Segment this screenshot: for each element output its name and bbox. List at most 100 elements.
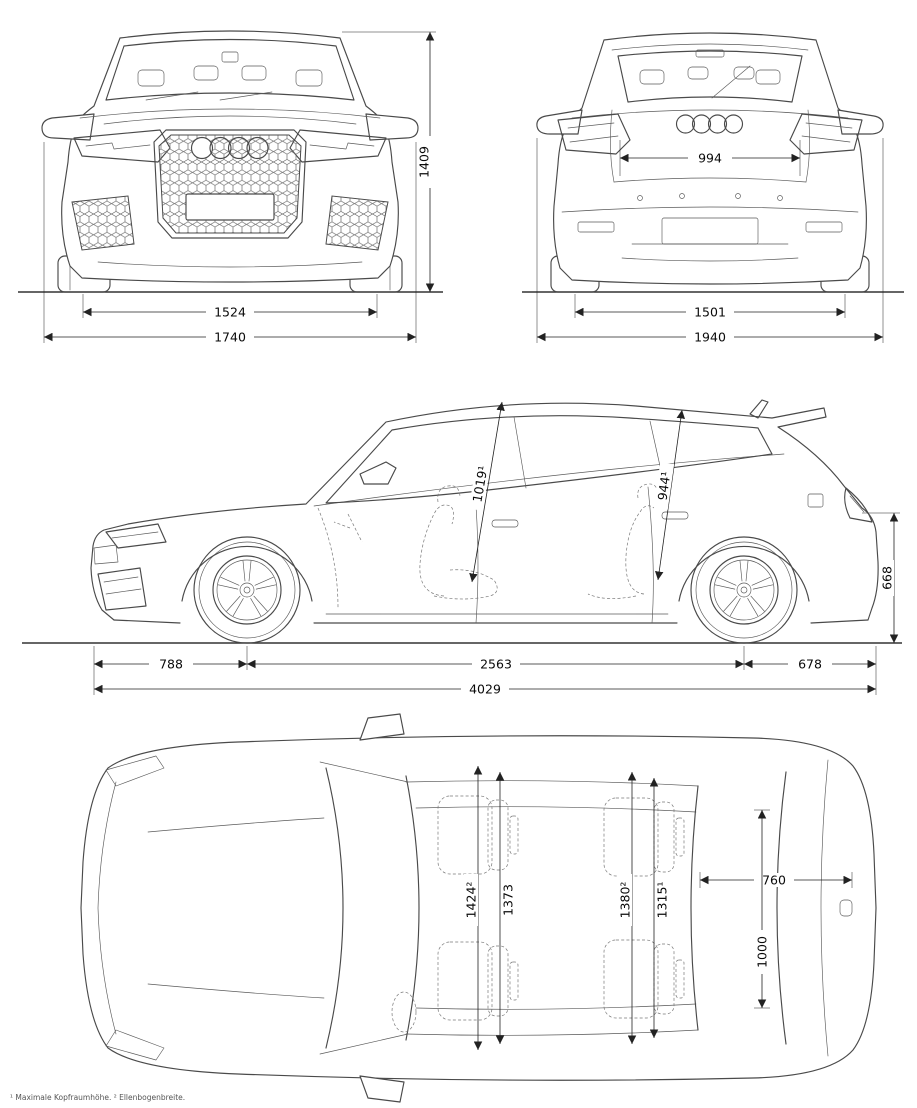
dim-headroom-front: 1019¹ bbox=[468, 401, 505, 583]
antenna-fin-icon bbox=[749, 399, 769, 419]
steering-wheel bbox=[391, 991, 417, 1033]
rear-bumper-details bbox=[577, 193, 843, 245]
dim-label-rear-track: 1501 bbox=[694, 305, 726, 320]
roof-side-edges bbox=[405, 780, 699, 1036]
rear-wheel-arch bbox=[678, 545, 810, 602]
door-handle bbox=[491, 519, 519, 528]
b-pillar bbox=[513, 416, 527, 489]
side-wheels bbox=[194, 537, 797, 643]
headlight bbox=[105, 1029, 165, 1061]
parking-sensor bbox=[777, 195, 783, 201]
grille-side bbox=[93, 544, 119, 565]
wiper-icon bbox=[145, 91, 199, 101]
license-plate bbox=[185, 193, 275, 221]
dim-rear-track: 1501 bbox=[574, 294, 846, 320]
left-mirror bbox=[41, 113, 95, 141]
front-bumper-line bbox=[97, 781, 117, 1035]
dim-shoulder-front: 1373 bbox=[495, 772, 516, 1044]
dim-front-width: 1740 bbox=[43, 142, 417, 345]
dim-length-row: 788 2563 678 4029 bbox=[93, 646, 877, 697]
reflector bbox=[805, 221, 843, 233]
front-wheel-arch bbox=[181, 545, 313, 602]
dim-front-height: 1409 bbox=[342, 31, 436, 292]
beltline bbox=[313, 453, 785, 507]
roof-inner-lines bbox=[415, 806, 697, 1010]
roof-spoiler bbox=[611, 43, 809, 51]
headlight bbox=[105, 523, 167, 549]
top-seats-dashed bbox=[391, 795, 685, 1033]
dim-rear-width: 1940 bbox=[536, 138, 884, 345]
dim-headroom-rear: 944¹ bbox=[653, 409, 686, 581]
right-mirror bbox=[359, 1075, 405, 1103]
side-interior-dashed bbox=[317, 483, 659, 609]
front-door-cut bbox=[475, 505, 479, 624]
dim-label-overall-width: 1740 bbox=[214, 330, 246, 345]
rear-view: 994 1501 1940 bbox=[522, 32, 904, 345]
windshield-base bbox=[325, 767, 344, 1049]
rear-window-base bbox=[776, 771, 787, 1045]
roof-front-edge bbox=[405, 775, 420, 1041]
brake-light bbox=[695, 49, 725, 58]
dim-label-elbow-front: 1424² bbox=[464, 882, 479, 919]
top-view: 1424² 1373 1380² 1315¹ bbox=[80, 713, 877, 1103]
dim-label-width-incl-mirrors: 1940 bbox=[694, 330, 726, 345]
side-body bbox=[90, 399, 879, 624]
license-plate bbox=[661, 217, 759, 245]
dim-label-elbow-rear: 1380² bbox=[618, 882, 633, 919]
front-windshield bbox=[105, 38, 355, 101]
rear-wheel bbox=[691, 537, 797, 643]
dim-label-rear-height: 668 bbox=[880, 566, 895, 590]
fuel-flap bbox=[807, 493, 824, 508]
audi-rings-icon bbox=[190, 136, 269, 160]
reflector bbox=[577, 221, 615, 233]
dim-label-headroom-front: 1019¹ bbox=[469, 465, 490, 504]
dim-shoulder-rear: 1315¹ bbox=[649, 778, 670, 1038]
dim-label-shoulder-front: 1373 bbox=[501, 884, 516, 916]
front-bumper-intakes bbox=[71, 195, 389, 251]
dim-elbow-front: 1424² bbox=[464, 766, 483, 1050]
front-wheel bbox=[194, 537, 300, 643]
rear-wiper-icon bbox=[711, 65, 751, 99]
dim-label-overall-height: 1409 bbox=[417, 146, 432, 178]
top-body bbox=[80, 713, 877, 1103]
dim-label-opening-width: 760 bbox=[762, 873, 786, 888]
dim-cargo-length: 1000 bbox=[754, 809, 770, 1009]
dim-rear-opening-width: 760 bbox=[699, 872, 853, 888]
antenna-fin-icon bbox=[839, 899, 853, 917]
hatch-edge bbox=[820, 759, 829, 1057]
footnote: ¹ Maximale Kopfraumhöhe. ² Ellenbogenbre… bbox=[10, 1093, 186, 1102]
left-mirror bbox=[536, 109, 583, 135]
dim-label-headroom-rear: 944¹ bbox=[655, 471, 674, 502]
dim-rear-height: 668 bbox=[862, 512, 900, 643]
dim-elbow-rear: 1380² bbox=[618, 772, 637, 1044]
wiper-icon bbox=[219, 91, 273, 101]
dim-front-track: 1524 bbox=[82, 294, 378, 320]
parking-sensor bbox=[637, 195, 643, 201]
dim-label-shoulder-rear: 1315¹ bbox=[655, 882, 670, 919]
rearview-mirror-icon bbox=[221, 51, 239, 63]
right-mirror bbox=[365, 113, 419, 141]
hood-creases bbox=[147, 817, 325, 999]
headlight bbox=[105, 755, 165, 787]
dim-rear-opening: 994 bbox=[619, 140, 801, 176]
rear-window-top bbox=[690, 785, 699, 1031]
a-pillar bbox=[319, 1033, 409, 1055]
front-intake bbox=[97, 567, 147, 611]
side-mirror bbox=[359, 461, 397, 485]
steering-wheel bbox=[333, 513, 363, 543]
rear-lights bbox=[557, 113, 863, 155]
front-grille bbox=[153, 129, 307, 239]
rear-door-cut bbox=[647, 486, 654, 624]
left-mirror bbox=[359, 713, 405, 741]
tail-light bbox=[844, 487, 873, 523]
a-pillar bbox=[319, 761, 409, 783]
front-view: 1409 1524 1740 bbox=[18, 30, 443, 345]
door-handle bbox=[661, 511, 689, 520]
side-view: 1019¹ 944¹ 668 788 bbox=[22, 399, 902, 697]
audi-rings-icon bbox=[675, 114, 744, 134]
dim-label-opening-width: 994 bbox=[698, 151, 722, 166]
rear-window bbox=[617, 49, 803, 103]
dim-label-wheelbase: 2563 bbox=[480, 657, 512, 672]
dim-label-front-overhang: 788 bbox=[159, 657, 183, 672]
